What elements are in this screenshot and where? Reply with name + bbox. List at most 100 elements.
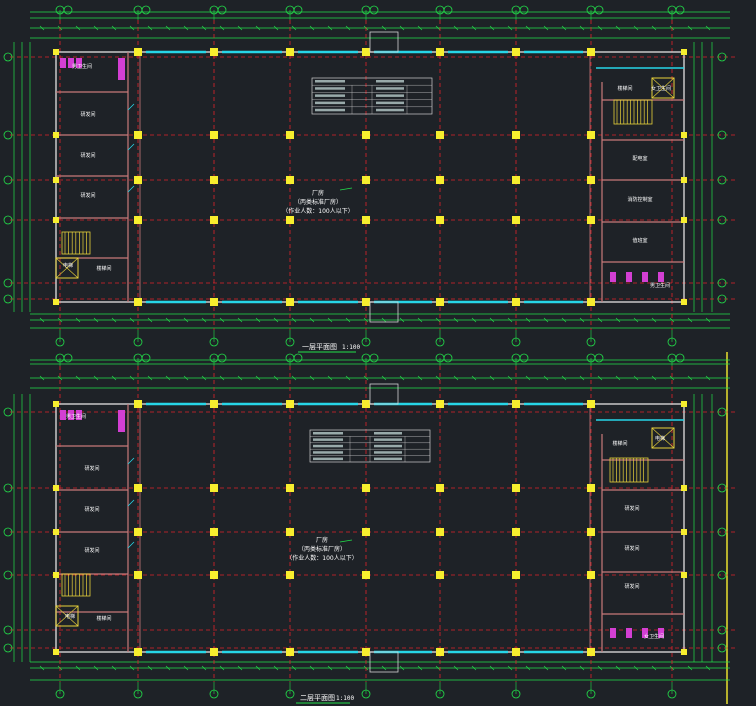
dimension-tick <box>381 317 387 323</box>
toilet-fixture <box>68 410 74 420</box>
axis-bubble <box>594 5 604 15</box>
dimension-tick <box>327 665 333 671</box>
dimension-tick <box>219 317 225 323</box>
structural-column <box>362 484 370 492</box>
dimension-tick <box>705 375 711 381</box>
dimension-tick <box>309 375 315 381</box>
dimension-tick <box>507 665 513 671</box>
dimension-tick <box>255 665 261 671</box>
hall-label-ground: 厂房 （丙类标准厂房） （作业人数：100人以下） <box>282 189 353 215</box>
dimension-tick <box>75 665 81 671</box>
plan-title-text: 一层平面图 <box>302 343 337 351</box>
dimension-tick <box>435 375 441 381</box>
structural-column <box>681 401 687 407</box>
structural-column <box>286 528 294 536</box>
axis-bubble <box>435 337 445 347</box>
plan-scale-text: 1:100 <box>342 344 360 351</box>
axis-bubble <box>717 483 727 493</box>
structural-column <box>53 401 59 407</box>
dimension-tick <box>687 25 693 31</box>
dimension-tick <box>633 25 639 31</box>
room-label: 值班室 <box>632 237 647 244</box>
elevator-cross <box>651 77 675 99</box>
dimension-tick <box>39 375 45 381</box>
dimension-tick <box>75 375 81 381</box>
dimension-tick <box>183 317 189 323</box>
structural-column <box>286 648 294 656</box>
axis-bubble <box>3 643 13 653</box>
dimension-tick <box>489 665 495 671</box>
axis-bubble <box>133 337 143 347</box>
structural-column <box>53 49 59 55</box>
structural-column <box>512 648 520 656</box>
dimension-tick <box>705 25 711 31</box>
door-swing <box>127 185 135 193</box>
note-text-line <box>376 87 404 90</box>
structural-column <box>286 131 294 139</box>
structural-column <box>587 216 595 224</box>
structural-column <box>134 176 142 184</box>
dimension-tick <box>507 317 513 323</box>
structural-column <box>362 400 370 408</box>
dimension-tick <box>345 25 351 31</box>
axis-bubble <box>3 407 13 417</box>
axis-bubble <box>594 353 604 363</box>
dimension-tick <box>219 375 225 381</box>
dimension-tick <box>525 375 531 381</box>
dimension-tick <box>669 317 675 323</box>
note-text-line <box>376 94 404 97</box>
toilet-fixture <box>642 628 648 638</box>
structural-column <box>436 298 444 306</box>
structural-column <box>134 216 142 224</box>
dimension-tick <box>399 375 405 381</box>
rooms-ground: 男卫生间 研发间 研发间 研发间 电梯 楼梯间 女卫生间 楼梯间 配电室 消防控… <box>63 63 671 289</box>
room-label: 女卫生间 <box>651 85 671 92</box>
room-label: 男卫生间 <box>72 63 92 70</box>
dimension-tick <box>471 665 477 671</box>
toilet-fixture <box>626 628 632 638</box>
annotation-leader <box>339 187 353 191</box>
axis-bubble <box>717 52 727 62</box>
axis-bubble <box>361 337 371 347</box>
dimension-tick <box>111 375 117 381</box>
axis-bubble <box>717 215 727 225</box>
axis-bubble <box>717 643 727 653</box>
note-text-line <box>374 444 402 448</box>
structural-column <box>210 216 218 224</box>
axis-bubble <box>586 689 596 699</box>
structural-column <box>210 298 218 306</box>
structural-column <box>53 649 59 655</box>
room-label: 男卫生间 <box>66 413 86 420</box>
toilet-fixture <box>626 272 632 282</box>
dimension-tick <box>651 25 657 31</box>
dimension-tick <box>237 317 243 323</box>
entrance-canopy <box>369 383 399 405</box>
axis-bubble <box>63 5 73 15</box>
dimension-tick <box>309 665 315 671</box>
structural-column <box>587 400 595 408</box>
dimension-tick <box>399 25 405 31</box>
structural-column <box>587 528 595 536</box>
axis-bubble <box>511 689 521 699</box>
room-label: 研发间 <box>84 547 99 554</box>
structural-column <box>210 648 218 656</box>
axis-bubble <box>3 130 13 140</box>
dimension-tick <box>165 317 171 323</box>
structural-column <box>134 528 142 536</box>
dimension-tick <box>201 25 207 31</box>
dimension-tick <box>201 375 207 381</box>
toilet-fixture <box>76 410 82 420</box>
dimension-tick <box>255 375 261 381</box>
structural-column <box>436 216 444 224</box>
axis-bubble <box>717 175 727 185</box>
room-label: 电梯 <box>63 262 73 269</box>
structural-column <box>512 571 520 579</box>
axis-bubble <box>667 337 677 347</box>
dimension-tick <box>597 25 603 31</box>
structural-column <box>587 298 595 306</box>
structural-column <box>362 648 370 656</box>
dimension-tick <box>183 665 189 671</box>
hall-occupancy: （作业人数：100人以下） <box>282 207 353 215</box>
dimension-tick <box>633 665 639 671</box>
